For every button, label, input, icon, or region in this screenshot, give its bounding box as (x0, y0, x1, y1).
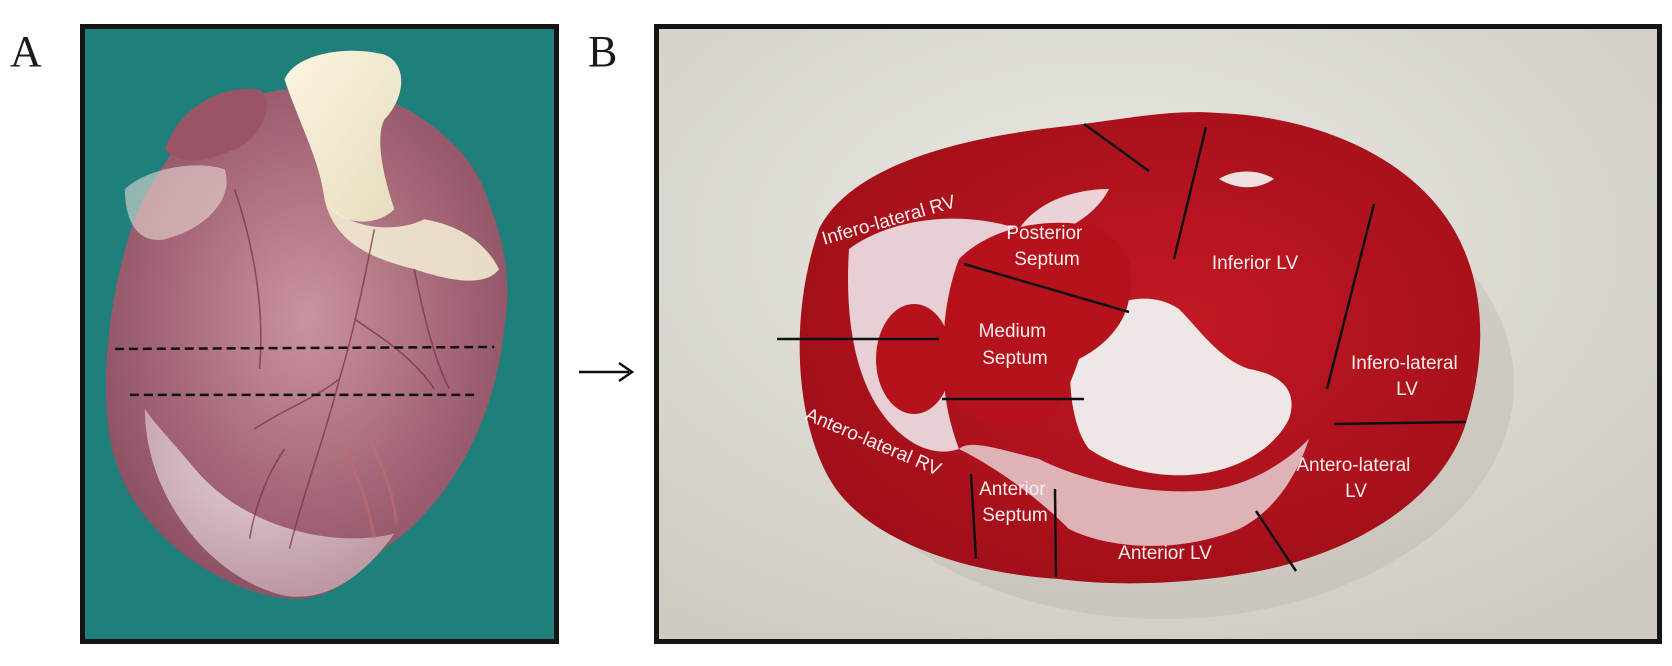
panel-b-section-photo: Infero-lateral RV Posterior Septum Infer… (654, 24, 1662, 644)
panel-b-letter: B (588, 27, 618, 76)
label-medium-septum: Medium Septum (979, 321, 1052, 369)
arrow-right-icon (579, 361, 635, 383)
label-infero-lateral-lv: Infero-lateral LV (1351, 353, 1463, 400)
cut-line-upper (114, 345, 495, 351)
label-posterior-septum: Posterior Septum (1006, 223, 1087, 270)
label-infero-lateral-lv-line2: LV (1396, 379, 1418, 400)
aorta-fat (284, 50, 402, 222)
label-posterior-septum-line1: Posterior (1006, 223, 1083, 244)
panel-a-heart-photo (80, 24, 559, 644)
label-anterior-lv: Anterior LV (1118, 543, 1212, 564)
heart-illustration (85, 29, 554, 639)
lv-cavity (1070, 298, 1292, 476)
label-medium-septum-line1: Medium (979, 321, 1047, 342)
label-medium-septum-line2: Septum (982, 348, 1047, 369)
heart-section-illustration: Infero-lateral RV Posterior Septum Infer… (659, 29, 1657, 639)
panel-a-letter: A (10, 27, 42, 76)
label-antero-lateral-lv: Antero-lateral LV (1296, 455, 1415, 502)
label-antero-lateral-lv-line2: LV (1345, 481, 1367, 502)
label-inferior-lv: Inferior LV (1212, 253, 1299, 274)
label-anterior-septum-line2: Septum (982, 505, 1047, 526)
label-infero-lateral-lv-line1: Infero-lateral (1351, 353, 1458, 374)
label-anterior-septum-line1: Anterior (979, 479, 1046, 500)
label-antero-lateral-lv-line1: Antero-lateral (1296, 455, 1410, 476)
label-anterior-septum: Anterior Septum (979, 479, 1051, 526)
label-posterior-septum-line2: Septum (1014, 249, 1079, 270)
